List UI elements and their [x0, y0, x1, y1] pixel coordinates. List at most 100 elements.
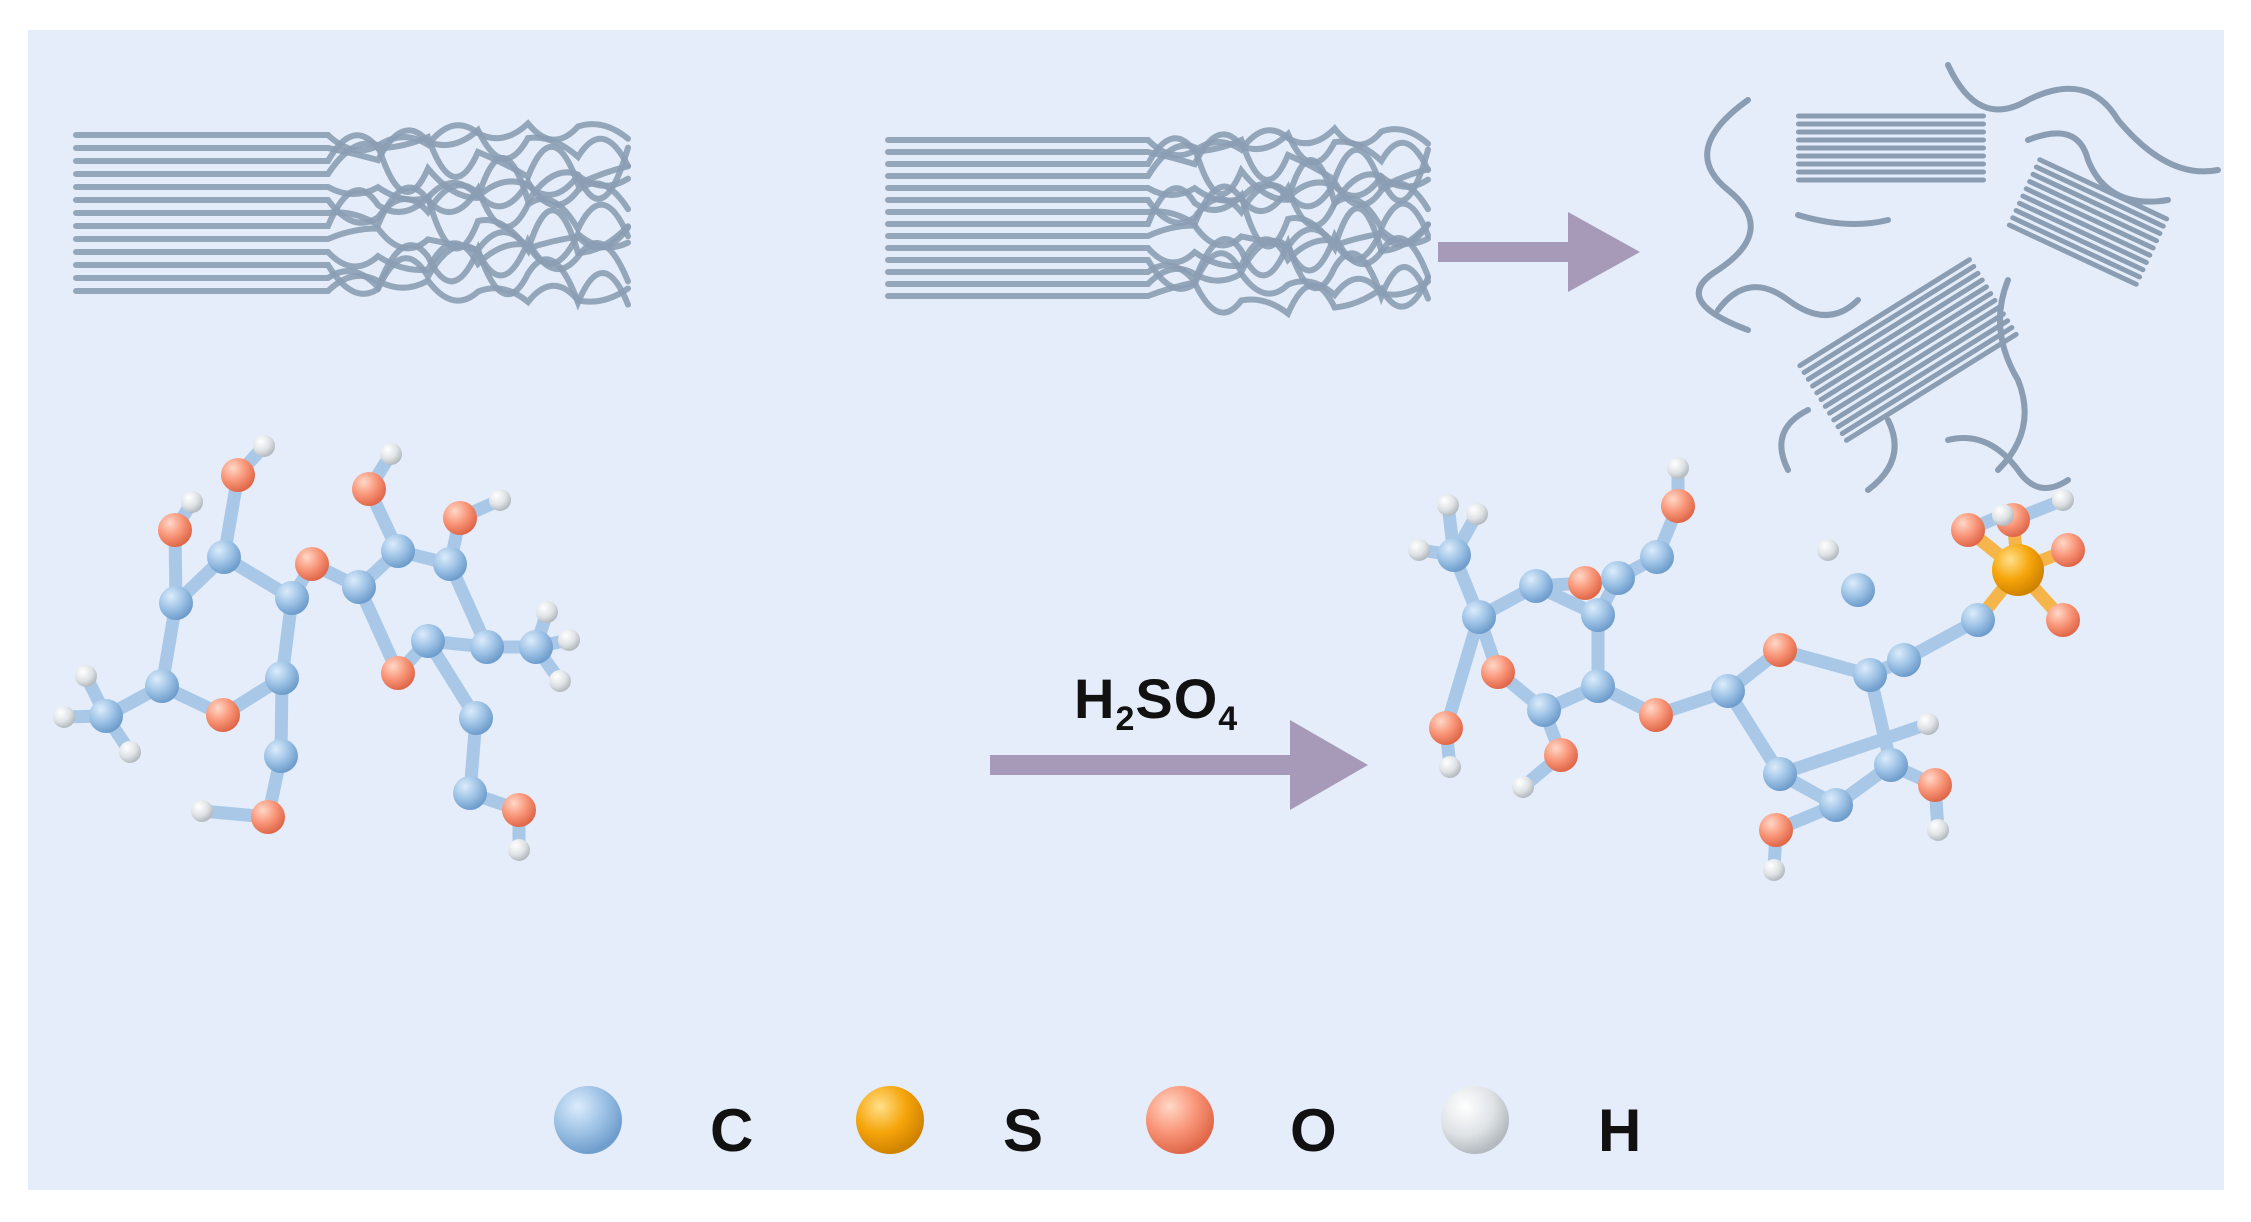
oxygen-atom	[1639, 698, 1673, 732]
carbon-atom	[1887, 643, 1921, 677]
hydrogen-atom	[1512, 776, 1534, 798]
hydrogen-atom	[558, 629, 580, 651]
carbon-atom	[519, 630, 553, 664]
carbon-atom	[459, 701, 493, 735]
carbon-atom	[453, 776, 487, 810]
carbon-atom	[1763, 757, 1797, 791]
oxygen-atom	[206, 698, 240, 732]
oxygen-atom	[443, 501, 477, 535]
hydrogen-atom	[1408, 539, 1430, 561]
carbon-atom	[1640, 540, 1674, 574]
legend-label-carbon: C	[710, 1097, 754, 1164]
hydrogen-atom	[1763, 859, 1785, 881]
hydrogen-atom	[508, 839, 530, 861]
carbon-atom	[89, 699, 123, 733]
molecule-structures	[53, 435, 2085, 881]
carbon-atom	[1961, 603, 1995, 637]
h2so4-reaction-arrow	[990, 720, 1368, 810]
carbon-atom	[1519, 569, 1553, 603]
oxygen-atom	[502, 793, 536, 827]
loose-chain	[1715, 284, 1861, 318]
oxygen-atom-sphere-icon	[1146, 1086, 1214, 1154]
loose-chain	[1695, 97, 1754, 333]
loose-chain	[1865, 417, 1898, 493]
oxygen-atom	[1544, 738, 1578, 772]
carbon-atom	[1711, 674, 1745, 708]
sulfated-cellulose-molecule	[1408, 457, 2085, 881]
loose-chain	[1778, 407, 1811, 473]
carbon-atom	[342, 570, 376, 604]
hydrogen-atom	[1917, 713, 1939, 735]
carbon-atom	[1437, 538, 1471, 572]
carbon-atom	[1819, 788, 1853, 822]
oxygen-atom	[1763, 633, 1797, 667]
cellulose-unit-molecule	[53, 435, 580, 861]
fiber-bundle-2	[885, 124, 1431, 319]
carbon-atom-sphere-icon	[554, 1086, 622, 1154]
oxygen-atom	[1429, 711, 1463, 745]
hydrogen-atom	[1667, 457, 1689, 479]
hydrogen-atom	[119, 741, 141, 763]
hydrogen-atom	[1817, 539, 1839, 561]
oxygen-atom	[1481, 655, 1515, 689]
loose-chain	[1945, 435, 2071, 491]
hydrogen-atom-sphere-icon	[1441, 1086, 1509, 1154]
diagram-canvas	[53, 62, 2221, 1154]
legend-label-hydrogen: H	[1598, 1097, 1642, 1164]
hydrogen-atom	[181, 491, 203, 513]
fiber-bundle-1	[73, 119, 631, 311]
carbon-atom	[265, 661, 299, 695]
carbon-atom	[264, 739, 298, 773]
carbon-atom	[1853, 658, 1887, 692]
carbon-atom	[1527, 693, 1561, 727]
oxygen-atom	[1759, 813, 1793, 847]
carbon-atom	[1581, 598, 1615, 632]
loose-chain	[1795, 212, 1891, 227]
oxygen-atom	[2046, 603, 2080, 637]
bond	[1439, 610, 1486, 735]
fiber-bundles-top-row	[73, 62, 2221, 493]
loose-chain	[2025, 130, 2171, 205]
hydrogen-atom	[1992, 504, 2014, 526]
oxygen-atom	[1951, 513, 1985, 547]
carbon-atom	[1462, 600, 1496, 634]
hydrogen-atom	[549, 670, 571, 692]
carbon-atom	[433, 547, 467, 581]
oxygen-atom	[158, 513, 192, 547]
bond	[1773, 717, 1935, 781]
carbon-atom	[381, 534, 415, 568]
legend	[554, 1086, 1509, 1154]
hydrogen-atom	[489, 489, 511, 511]
carbon-atom	[159, 586, 193, 620]
oxygen-atom	[1918, 768, 1952, 802]
carbon-atom	[1601, 561, 1635, 595]
carbon-atom	[145, 669, 179, 703]
hydrogen-atom	[53, 706, 75, 728]
hydrogen-atom	[191, 800, 213, 822]
carbon-atom	[1581, 669, 1615, 703]
legend-label-sulfur: S	[1003, 1097, 1044, 1164]
oxygen-atom	[1661, 489, 1695, 523]
hydrogen-atom	[1439, 756, 1461, 778]
nanocrystal-1	[1796, 113, 1986, 183]
sulfur-atom	[1992, 544, 2044, 596]
hydrogen-atom	[1437, 494, 1459, 516]
oxygen-atom	[2051, 533, 2085, 567]
nanocrystal-3	[1797, 257, 2019, 443]
top-reaction-arrow	[1438, 212, 1640, 292]
legend-label-oxygen: O	[1290, 1097, 1337, 1164]
loose-chain	[1945, 62, 2121, 123]
sulfur-atom-sphere-icon	[856, 1086, 924, 1154]
diagram-panel: H2SO4 C S O H	[28, 30, 2224, 1190]
loose-chain	[2115, 117, 2221, 175]
hydrogen-atom	[2052, 489, 2074, 511]
hydrogen-atom	[75, 665, 97, 687]
oxygen-atom	[352, 472, 386, 506]
oxygen-atom	[381, 656, 415, 690]
nanocrystal-2	[2006, 157, 2170, 287]
carbon-atom	[1841, 573, 1875, 607]
hydrogen-atom	[536, 601, 558, 623]
oxygen-atom	[295, 547, 329, 581]
carbon-atom	[275, 581, 309, 615]
reagent-label: H2SO4	[1074, 667, 1239, 738]
